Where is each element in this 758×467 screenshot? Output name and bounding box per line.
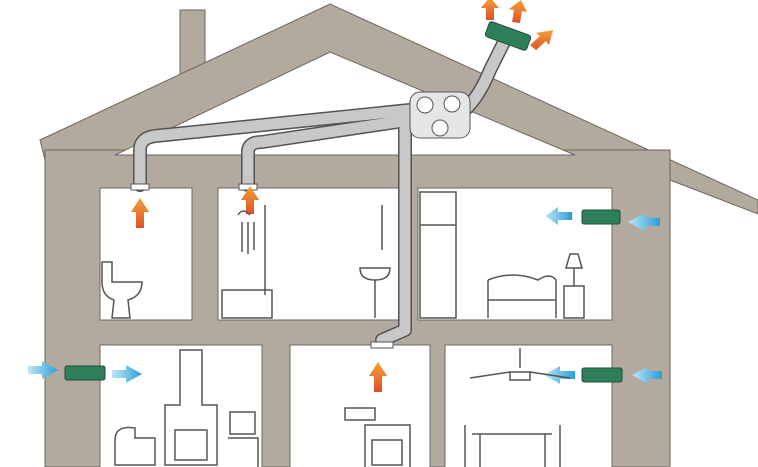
tv-icon (228, 411, 259, 467)
exhaust-arrow-icon (509, 0, 527, 23)
room-lower-dining (444, 344, 613, 467)
room-lower-kitchen (289, 344, 431, 467)
exhaust-arrow-icon (369, 362, 387, 392)
armchair-icon (114, 426, 156, 466)
fireplace-icon (164, 349, 218, 466)
lamp-icon (563, 253, 585, 319)
ceiling-diffuser-icon (130, 183, 150, 191)
ceiling-fan-icon (469, 348, 571, 381)
intake-arrow-icon (632, 366, 662, 384)
exhaust-arrows (131, 0, 553, 392)
wall-vent-icon (581, 367, 623, 383)
intake-arrow-icon (544, 366, 575, 384)
roof-vent-icon (484, 21, 532, 51)
ceiling-diffuser-icon (370, 341, 394, 349)
shower-icon (221, 205, 273, 319)
ceiling-diffusers (130, 183, 394, 349)
intake-arrow-icon (545, 207, 572, 225)
toilet-icon (101, 261, 143, 319)
wall-vent-icon (64, 365, 106, 381)
exhaust-arrow-icon (481, 0, 499, 20)
vents (64, 21, 623, 383)
bed-icon (487, 274, 557, 318)
dining-table-icon (464, 425, 561, 467)
intake-arrows (28, 207, 662, 384)
intake-arrow-icon (28, 361, 58, 379)
exhaust-arrow-icon (530, 30, 553, 50)
wall-vent-icon (581, 209, 621, 225)
intake-arrow-icon (628, 213, 660, 231)
fridge-icon (419, 191, 457, 319)
room-upper-bedroom (417, 187, 613, 321)
stove-icon (344, 407, 411, 467)
exhaust-arrow-icon (131, 198, 149, 228)
ventilation-unit-icon (409, 91, 471, 139)
furniture (101, 191, 585, 467)
exhaust-arrow-icon (241, 186, 259, 214)
sink-icon (359, 205, 391, 318)
intake-arrow-icon (112, 365, 142, 383)
room-lower-living (99, 344, 263, 467)
ceiling-diffuser-icon (238, 183, 258, 191)
